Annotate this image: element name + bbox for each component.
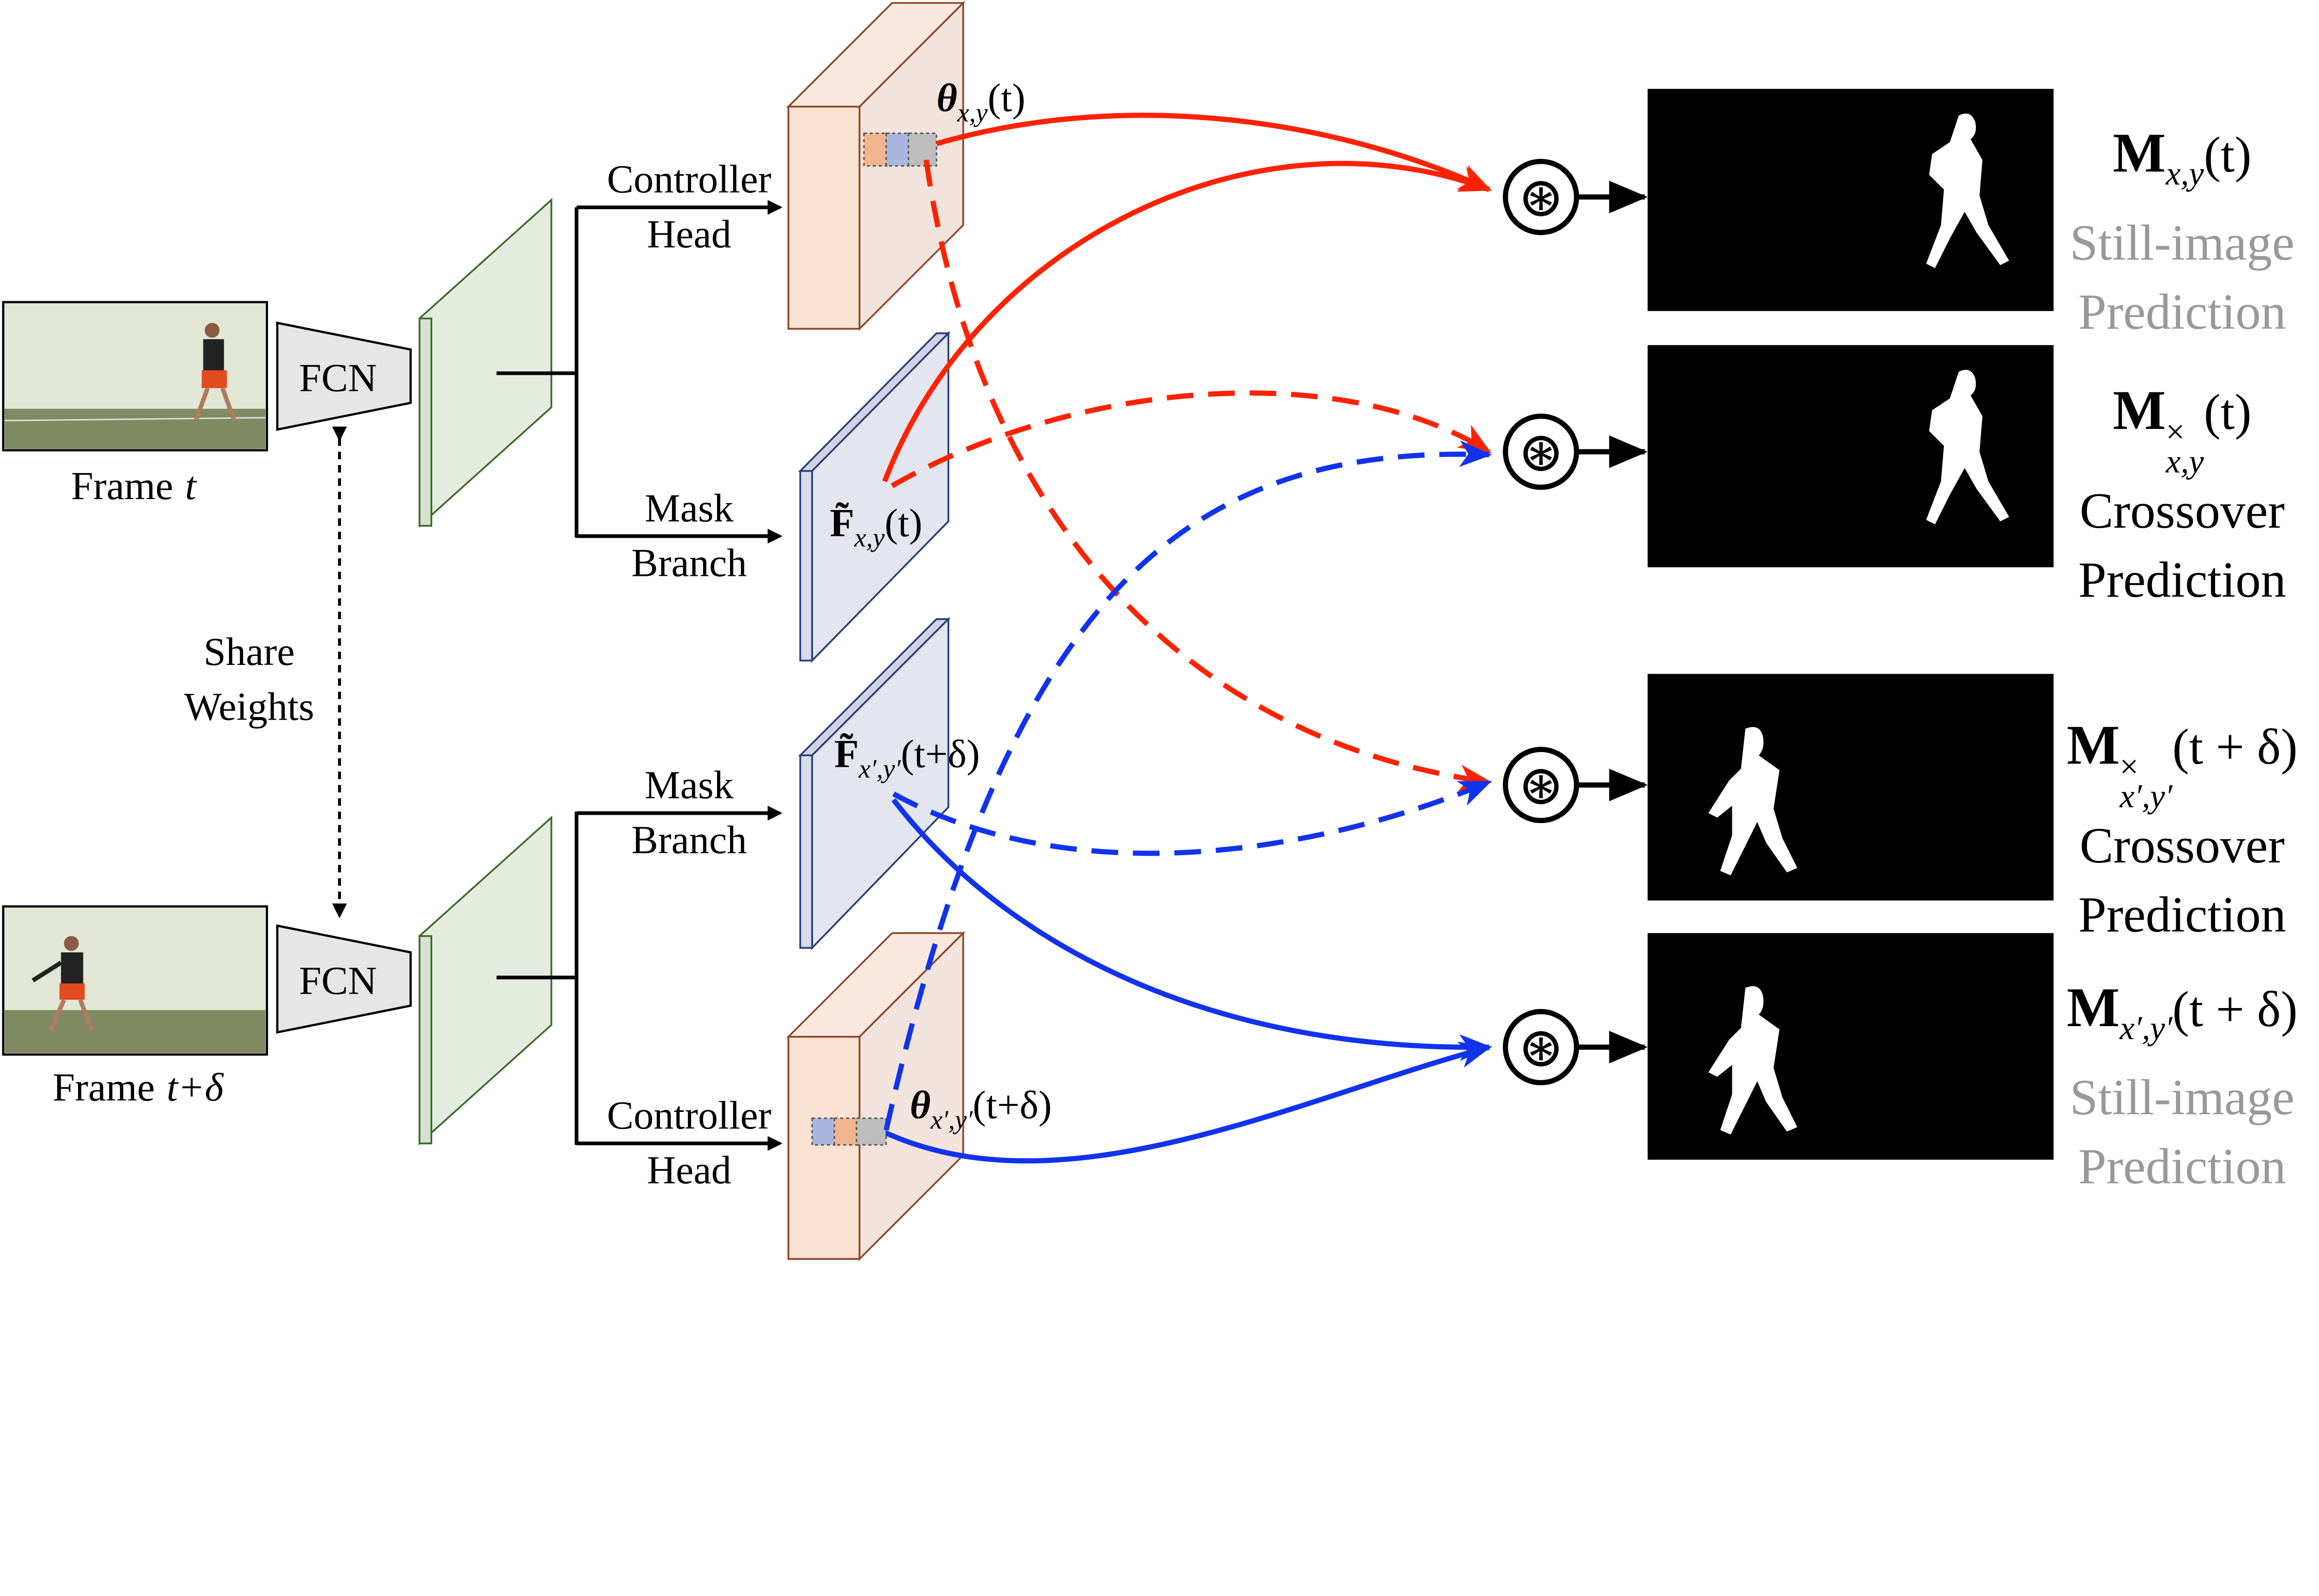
branch-lines-bottom	[496, 805, 783, 1151]
conv-operator-1: ⊛	[1503, 159, 1579, 236]
conv-operator-2: ⊛	[1503, 413, 1579, 490]
f-top-label: F̃x,y(t)	[830, 500, 922, 552]
input-frame-t	[2, 301, 268, 452]
silhouette	[1708, 986, 1798, 1135]
mask-label: Mask	[645, 763, 734, 807]
mask-feature-top	[798, 331, 951, 663]
feature-map-bottom	[418, 815, 552, 1146]
output-formula: M×x′,y′(t + δ)	[2067, 714, 2298, 815]
branch-lines-top	[496, 200, 783, 544]
controller-label: Controller	[607, 157, 771, 201]
svg-text:⊛: ⊛	[1518, 166, 1565, 229]
theta-bottom-label: θx′,y′(t+δ)	[910, 1083, 1052, 1135]
output-formula: Mx′,y′(t + δ)	[2067, 976, 2298, 1047]
silhouette	[1708, 727, 1798, 875]
feature-map-top	[418, 198, 552, 528]
red-solid-feature-to-still	[882, 160, 1492, 483]
output-mask-1	[1647, 89, 2054, 311]
output-label-1: Mx,y(t) Still-image Prediction	[2055, 119, 2310, 346]
blue-dashed-theta-to-crossover	[884, 440, 1493, 1131]
branch-label: Branch	[631, 817, 747, 862]
blue-solid-theta-to-still	[885, 1041, 1492, 1164]
branch-label: Branch	[631, 541, 747, 585]
conv-operators: ⊛ ⊛ ⊛ ⊛	[1503, 159, 1648, 1085]
head-label: Head	[647, 1148, 731, 1192]
fcn-bottom: FCN	[276, 924, 412, 1034]
output-mask-4	[1647, 933, 2054, 1160]
output-caption-line-1: Still-image	[2069, 1069, 2295, 1125]
output-label-2: M×x,y(t) Crossover Prediction	[2055, 376, 2310, 614]
red-solid-theta-to-still	[935, 113, 1492, 192]
mask-label: Mask	[645, 485, 734, 530]
head-label: Head	[647, 211, 731, 256]
output-caption-line-2: Prediction	[2078, 552, 2287, 608]
player-figure	[32, 936, 95, 1032]
input-frame-t-delta	[2, 905, 268, 1056]
output-caption-line-2: Prediction	[2078, 1138, 2287, 1194]
controller-label: Controller	[607, 1093, 771, 1137]
output-mask-2	[1647, 345, 2054, 568]
controller-head-bottom	[786, 931, 966, 1261]
red-dashed-theta-to-crossover	[923, 160, 1493, 792]
output-caption-line-1: Crossover	[2079, 483, 2285, 539]
theta-top-label: θx,y(t)	[936, 76, 1025, 128]
conv-operator-3: ⊛	[1503, 747, 1579, 824]
player-figure	[193, 323, 237, 421]
output-caption-line-1: Crossover	[2079, 817, 2285, 874]
output-mask-3	[1647, 674, 2054, 901]
output-label-4: Mx′,y′(t + δ) Still-image Prediction	[2055, 973, 2310, 1201]
output-caption-line-2: Prediction	[2078, 283, 2287, 340]
fcn-top: FCN	[276, 321, 412, 431]
share-label: Share	[204, 629, 295, 674]
output-caption-line-1: Still-image	[2069, 214, 2295, 271]
output-label-3: M×x′,y′(t + δ) Crossover Prediction	[2055, 711, 2310, 949]
svg-text:⊛: ⊛	[1518, 1017, 1565, 1079]
weights-label: Weights	[184, 684, 314, 728]
connection-curves	[882, 113, 1493, 1164]
output-caption-line-2: Prediction	[2078, 887, 2287, 943]
red-dashed-feature-to-crossover	[890, 390, 1492, 488]
output-formula: Mx,y(t)	[2113, 121, 2252, 192]
fcn-label: FCN	[299, 355, 377, 400]
silhouette	[1926, 370, 2009, 524]
blue-solid-feature-to-still	[891, 798, 1493, 1061]
output-formula: M×x,y(t)	[2113, 379, 2252, 480]
conv-operator-4: ⊛	[1503, 1009, 1579, 1085]
blue-dashed-feature-to-crossover	[892, 779, 1492, 856]
fcn-label: FCN	[299, 958, 377, 1002]
silhouette	[1926, 113, 2009, 268]
svg-text:⊛: ⊛	[1518, 754, 1565, 817]
f-bottom-label: F̃x′,y′(t+δ)	[834, 732, 980, 784]
svg-text:⊛: ⊛	[1518, 421, 1565, 484]
mask-feature-bottom	[798, 617, 951, 951]
controller-head-top	[786, 0, 966, 331]
